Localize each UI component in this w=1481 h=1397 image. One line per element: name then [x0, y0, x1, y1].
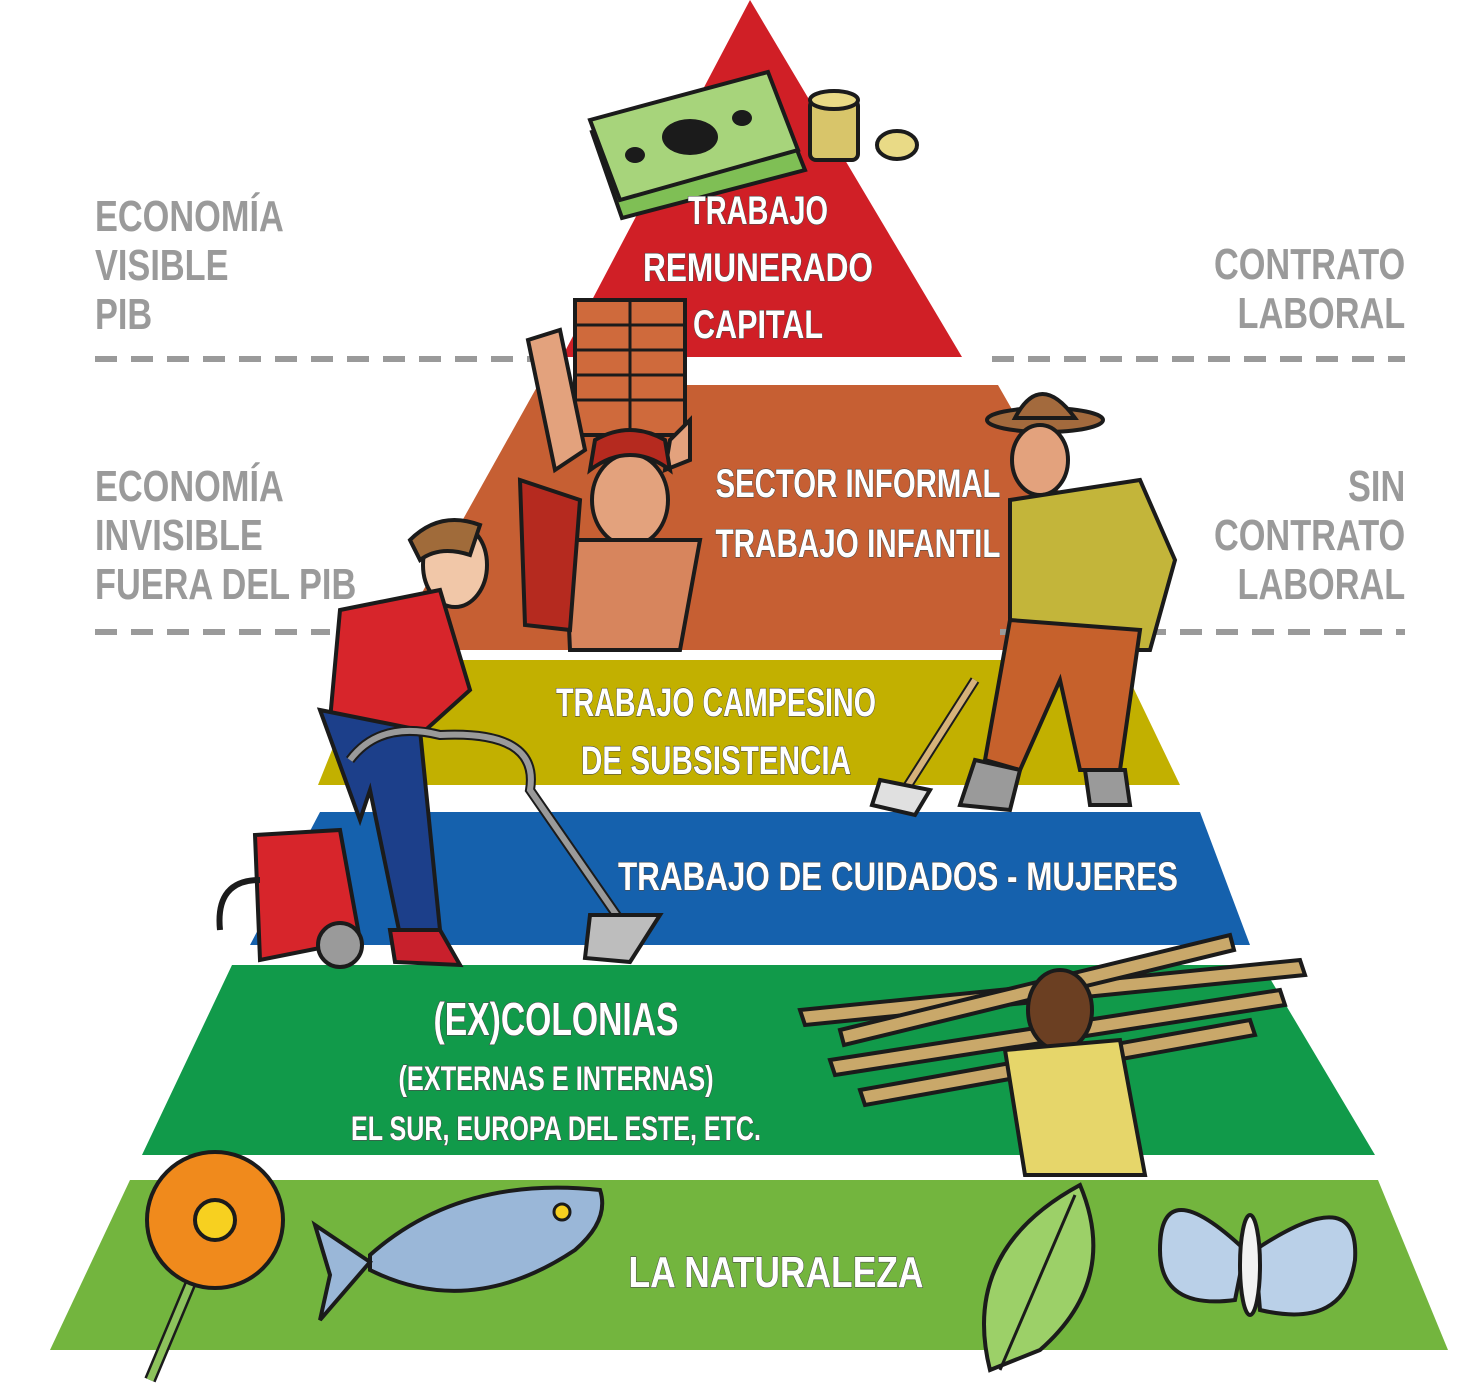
- coins-icon: [808, 89, 919, 162]
- label-no-contract: SIN CONTRATO LABORAL: [1214, 462, 1405, 609]
- tier-colonias-label: (EX)COLONIAS (EXTERNAS E INTERNAS) EL SUR,…: [350, 992, 761, 1148]
- label-contract: CONTRATO LABORAL: [1214, 240, 1405, 338]
- tier-colonias-line-2: (EXTERNAS E INTERNAS): [399, 1060, 714, 1098]
- tier-cuidados: [250, 812, 1250, 945]
- tier-campesino-line-2: DE SUBSISTENCIA: [581, 739, 851, 783]
- label-visible-line-3: PIB: [95, 290, 153, 339]
- money-stack-icon: [587, 69, 808, 221]
- tier-informal-line-1: SECTOR INFORMAL: [716, 462, 1001, 506]
- label-no-contract-line-2: CONTRATO: [1213, 511, 1405, 560]
- tier-campesino-line-1: TRABAJO CAMPESINO: [556, 681, 876, 725]
- tier-naturaleza: [50, 1180, 1448, 1350]
- tier-naturaleza-line-1: LA NATURALEZA: [629, 1248, 924, 1297]
- label-invisible-line-2: INVISIBLE: [95, 511, 263, 560]
- label-visible-line-1: ECONOMÍA: [95, 192, 284, 241]
- tier-capital-line-1: TRABAJO: [688, 189, 828, 233]
- butterfly-icon: [1157, 1208, 1358, 1317]
- tier-capital-line-3: CAPITAL: [693, 303, 823, 347]
- label-visible-line-2: VISIBLE: [95, 241, 229, 290]
- tier-campesino-label: TRABAJO CAMPESINO DE SUBSISTENCIA: [555, 680, 876, 783]
- tier-capital-label: TRABAJO REMUNERADO CAPITAL: [642, 188, 873, 347]
- tier-cuidados-label: TRABAJO DE CUIDADOS - MUJERES: [617, 854, 1178, 899]
- flower-icon: [144, 1150, 285, 1383]
- tier-capital-line-2: REMUNERADO: [643, 246, 873, 290]
- tier-cuidados-line-1: TRABAJO DE CUIDADOS - MUJERES: [618, 855, 1178, 899]
- tier-colonias-line-1: (EX)COLONIAS: [434, 993, 679, 1045]
- person-carrying-sticks-icon: [797, 932, 1308, 1177]
- tier-colonias-line-3: EL SUR, EUROPA DEL ESTE, ETC.: [351, 1110, 761, 1148]
- label-visible-economy: ECONOMÍA VISIBLE PIB: [95, 192, 284, 339]
- label-invisible-line-3: FUERA DEL PIB: [95, 560, 357, 609]
- label-no-contract-line-3: LABORAL: [1237, 560, 1405, 609]
- label-invisible-line-1: ECONOMÍA: [95, 462, 284, 511]
- label-contract-line-1: CONTRATO: [1213, 240, 1405, 289]
- tier-informal-line-2: TRABAJO INFANTIL: [716, 522, 1001, 566]
- label-contract-line-2: LABORAL: [1237, 289, 1405, 338]
- woman-vacuuming-icon: [216, 518, 664, 969]
- child-worker-icon: [517, 327, 703, 652]
- farmer-with-hoe-icon: [869, 392, 1178, 818]
- label-invisible-economy: ECONOMÍA INVISIBLE FUERA DEL PIB: [95, 462, 356, 609]
- tier-informal-label: SECTOR INFORMAL TRABAJO INFANTIL: [715, 461, 1001, 566]
- fish-icon: [311, 1185, 605, 1322]
- label-no-contract-line-1: SIN: [1347, 462, 1405, 511]
- leaf-icon: [982, 1182, 1096, 1373]
- bricks-icon: [573, 298, 687, 437]
- tier-naturaleza-label: LA NATURALEZA: [628, 1247, 924, 1297]
